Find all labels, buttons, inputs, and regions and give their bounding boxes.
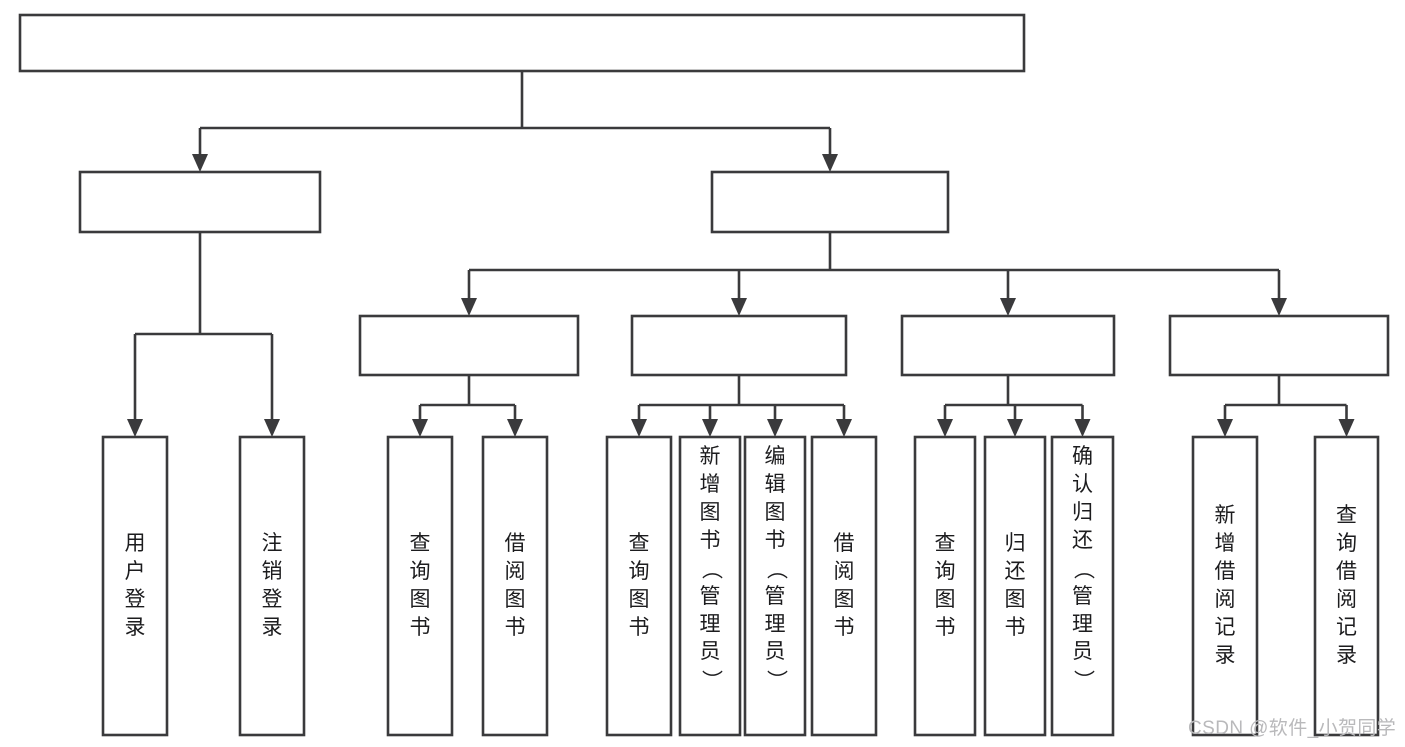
manage-to-level3-2-head	[1000, 298, 1016, 316]
newbook-arrow-0-head	[412, 419, 428, 437]
node-box-leaf-1[interactable]	[238, 435, 306, 737]
node-box-leaf-3[interactable]	[481, 435, 549, 737]
manage-to-level3-3-head	[1271, 298, 1287, 316]
root-to-level2-1-head	[822, 154, 838, 172]
node-box-level2-1[interactable]	[710, 170, 950, 234]
manage-to-level3-1-head	[731, 298, 747, 316]
node-box-leaf-8[interactable]	[913, 435, 977, 737]
node-box-level3-0[interactable]	[358, 314, 580, 377]
newbook-arrow-1-head	[507, 419, 523, 437]
node-box-leaf-7[interactable]	[810, 435, 878, 737]
node-box-leaf-0[interactable]	[101, 435, 169, 737]
login-arrow-1-head	[264, 419, 280, 437]
borrow-arrow-1-head	[702, 419, 718, 437]
node-box-leaf-10[interactable]	[1050, 435, 1115, 737]
borrow-arrow-3-head	[836, 419, 852, 437]
node-box-leaf-9[interactable]	[983, 435, 1047, 737]
node-box-level3-2[interactable]	[900, 314, 1116, 377]
node-box-layer	[18, 13, 1390, 737]
record-arrow-0-head	[1217, 419, 1233, 437]
node-box-level3-3[interactable]	[1168, 314, 1390, 377]
current-arrow-1-head	[1007, 419, 1023, 437]
node-box-level3-1[interactable]	[630, 314, 848, 377]
current-arrow-0-head	[937, 419, 953, 437]
borrow-arrow-0-head	[631, 419, 647, 437]
node-box-root[interactable]	[18, 13, 1026, 73]
node-box-leaf-4[interactable]	[605, 435, 673, 737]
node-box-level2-0[interactable]	[78, 170, 322, 234]
root-to-level2-0-head	[192, 154, 208, 172]
node-box-leaf-12[interactable]	[1313, 435, 1380, 737]
login-arrow-0-head	[127, 419, 143, 437]
record-arrow-1-head	[1338, 419, 1355, 437]
current-arrow-2-head	[1074, 419, 1091, 437]
node-box-leaf-11[interactable]	[1191, 435, 1259, 737]
node-box-leaf-6[interactable]	[743, 435, 807, 737]
borrow-arrow-2-head	[767, 419, 783, 437]
connector-layer	[127, 71, 1355, 437]
manage-to-level3-0-head	[461, 298, 477, 316]
node-box-leaf-2[interactable]	[386, 435, 454, 737]
node-box-leaf-5[interactable]	[678, 435, 742, 737]
